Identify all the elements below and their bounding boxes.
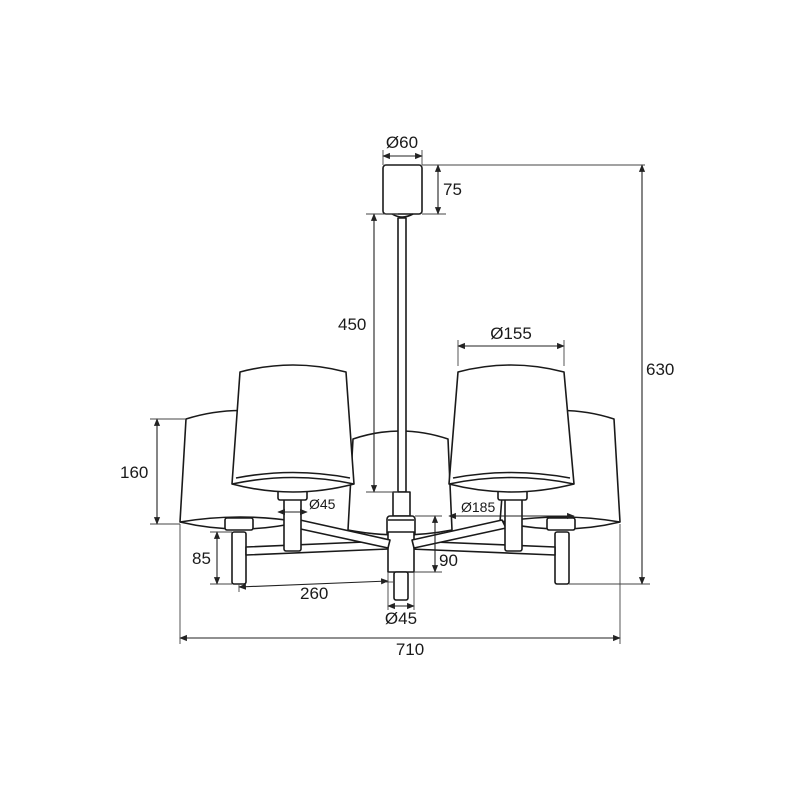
dim-total-height: 630 [569, 164, 674, 585]
dim-shade-bottom-diameter: Ø185 [448, 499, 575, 520]
front-right-shade [448, 364, 575, 493]
label-rod-length: 450 [338, 315, 366, 334]
front-left-shade [231, 364, 355, 493]
label-hub-height: 90 [439, 551, 458, 570]
label-socket-drop: 85 [192, 549, 211, 568]
dim-arm-length: 260 [238, 578, 394, 603]
dim-canopy-diameter: Ø60 [382, 133, 423, 165]
dim-arm-holder-diameter: Ø45 [277, 496, 336, 516]
label-hub-diameter: Ø45 [385, 609, 417, 628]
dim-rod-length: 450 [338, 213, 398, 493]
label-shade-bottom-diameter: Ø185 [461, 499, 495, 515]
label-shade-height: 160 [120, 463, 148, 482]
dim-shade-height: 160 [120, 418, 186, 525]
dim-shade-top-diameter: Ø155 [457, 324, 565, 366]
dim-canopy-height: 75 [422, 164, 645, 215]
ceiling-canopy [382, 164, 423, 218]
label-arm-length: 260 [300, 584, 328, 603]
dim-socket-drop: 85 [192, 531, 232, 585]
label-shade-top-diameter: Ø155 [490, 324, 532, 343]
dim-hub-height: 90 [414, 515, 458, 573]
suspension-rod [397, 217, 407, 493]
dim-total-width: 710 [179, 524, 621, 659]
label-canopy-height: 75 [443, 180, 462, 199]
label-arm-holder-diameter: Ø45 [309, 496, 336, 512]
label-total-height: 630 [646, 360, 674, 379]
label-canopy-diameter: Ø60 [386, 133, 418, 152]
central-hub [386, 491, 416, 601]
label-total-width: 710 [396, 640, 424, 659]
dim-hub-diameter: Ø45 [385, 572, 417, 628]
